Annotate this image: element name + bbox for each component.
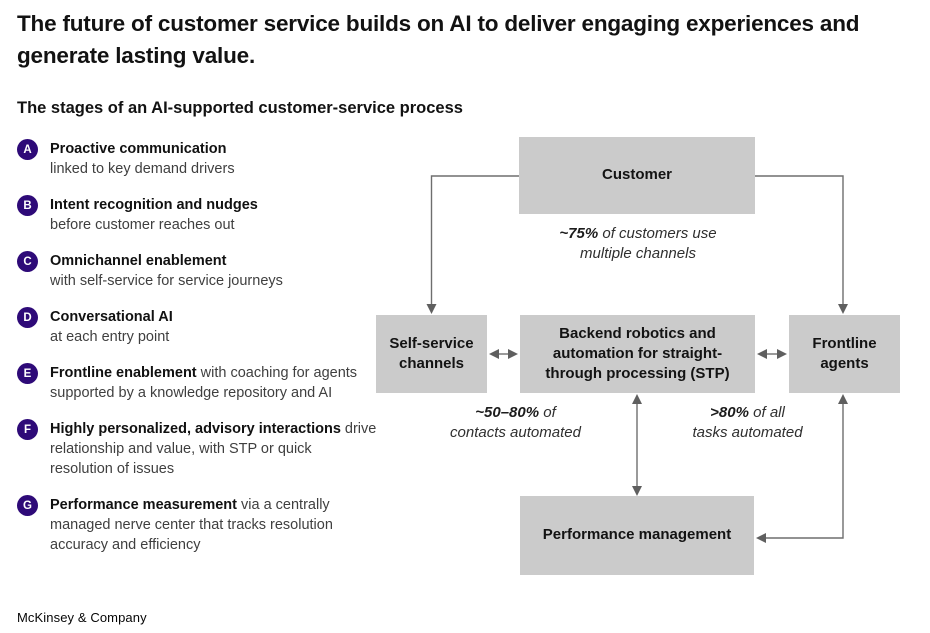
connector-backend-frontline-double-arrow <box>757 349 787 359</box>
node-customer: Customer <box>519 137 755 214</box>
annotation-contacts-line2: contacts automated <box>450 424 581 442</box>
stage-badge-b: B <box>17 195 38 216</box>
stage-item-e: E Frontline enablement with coaching for… <box>17 363 377 403</box>
page-title: The future of customer service builds on… <box>17 11 860 69</box>
node-backend-robotics: Backend robotics and automation for stra… <box>520 315 755 393</box>
annotation-multichannel-line2: multiple channels <box>580 245 696 263</box>
stage-badge-e: E <box>17 363 38 384</box>
stage-text-c: Omnichannel enablement with self-service … <box>50 251 283 291</box>
stage-badge-f: F <box>17 419 38 440</box>
connector-backend-performance-double-arrow <box>632 394 642 496</box>
stage-badge-g: G <box>17 495 38 516</box>
stage-desc-f: drive relationship and value, with STP o… <box>50 421 377 477</box>
stage-legend-list: A Proactive communication linked to key d… <box>17 139 377 571</box>
annotation-contacts-automated: ~50–80% of contacts automated <box>418 403 613 444</box>
stage-desc-b: before customer reaches out <box>50 217 235 233</box>
connector-customer-to-frontline <box>755 175 848 314</box>
stage-badge-a: A <box>17 139 38 160</box>
stage-item-f: F Highly personalized, advisory interact… <box>17 419 377 479</box>
node-performance-management: Performance management <box>520 496 754 575</box>
stage-text-b: Intent recognition and nudges before cust… <box>50 195 258 235</box>
stage-item-c: C Omnichannel enablement with self-servic… <box>17 251 377 291</box>
stage-item-g: G Performance measurement via a centrall… <box>17 495 377 555</box>
stage-text-a: Proactive communication linked to key dem… <box>50 139 235 179</box>
stage-desc-g: via a centrally managed nerve center tha… <box>50 497 333 553</box>
stage-text-d: Conversational AI at each entry point <box>50 307 173 347</box>
annotation-contacts-stat: ~50–80% <box>475 404 540 421</box>
stage-text-e: Frontline enablement with coaching for a… <box>50 363 377 403</box>
stage-title-c: Omnichannel enablement <box>50 253 227 269</box>
stage-item-b: B Intent recognition and nudges before cu… <box>17 195 377 235</box>
node-customer-label: Customer <box>601 166 672 184</box>
stage-desc-e: with coaching for agents supported by a … <box>50 365 358 401</box>
node-frontline-agents: Frontline agents <box>789 315 900 393</box>
exhibit-subtitle: The stages of an AI-supported customer-s… <box>17 99 463 117</box>
stage-desc-c: with self-service for service journeys <box>50 273 283 289</box>
mckinsey-brand-footer: McKinsey & Company <box>17 610 147 625</box>
stage-badge-c: C <box>17 251 38 272</box>
annotation-tasks-line2: tasks automated <box>692 424 803 442</box>
annotation-tasks-stat: >80% <box>710 404 749 421</box>
annotation-multichannel: ~75% of customers use multiple channels <box>520 224 756 265</box>
stage-desc-a: linked to key demand drivers <box>50 161 235 177</box>
stage-item-a: A Proactive communication linked to key d… <box>17 139 377 179</box>
stage-badge-d: D <box>17 307 38 328</box>
stage-title-e: Frontline enablement <box>50 365 197 381</box>
annotation-multichannel-text: of customers use <box>598 225 717 242</box>
annotation-tasks-text: of all <box>748 404 785 421</box>
connector-self-service-backend-double-arrow <box>489 349 518 359</box>
annotation-multichannel-stat: ~75% <box>559 225 599 242</box>
annotation-contacts-text: of <box>539 404 556 421</box>
node-self-service-label: Self-service channels <box>389 334 474 372</box>
annotation-tasks-automated: >80% of all tasks automated <box>650 403 845 444</box>
node-self-service-channels: Self-service channels <box>376 315 487 393</box>
stage-title-a: Proactive communication <box>50 141 227 157</box>
stage-title-f: Highly personalized, advisory interactio… <box>50 421 341 437</box>
node-frontline-label: Frontline agents <box>812 334 877 372</box>
stage-title-g: Performance measurement <box>50 497 237 513</box>
node-performance-label: Performance management <box>542 526 732 544</box>
connector-customer-to-self-service <box>426 175 519 314</box>
node-backend-label: Backend robotics and automation for stra… <box>545 324 730 383</box>
stage-item-d: D Conversational AI at each entry point <box>17 307 377 347</box>
stage-title-b: Intent recognition and nudges <box>50 197 258 213</box>
stage-text-g: Performance measurement via a centrally … <box>50 495 377 555</box>
stage-title-d: Conversational AI <box>50 309 173 325</box>
stage-text-f: Highly personalized, advisory interactio… <box>50 419 377 479</box>
stage-desc-d: at each entry point <box>50 329 170 345</box>
